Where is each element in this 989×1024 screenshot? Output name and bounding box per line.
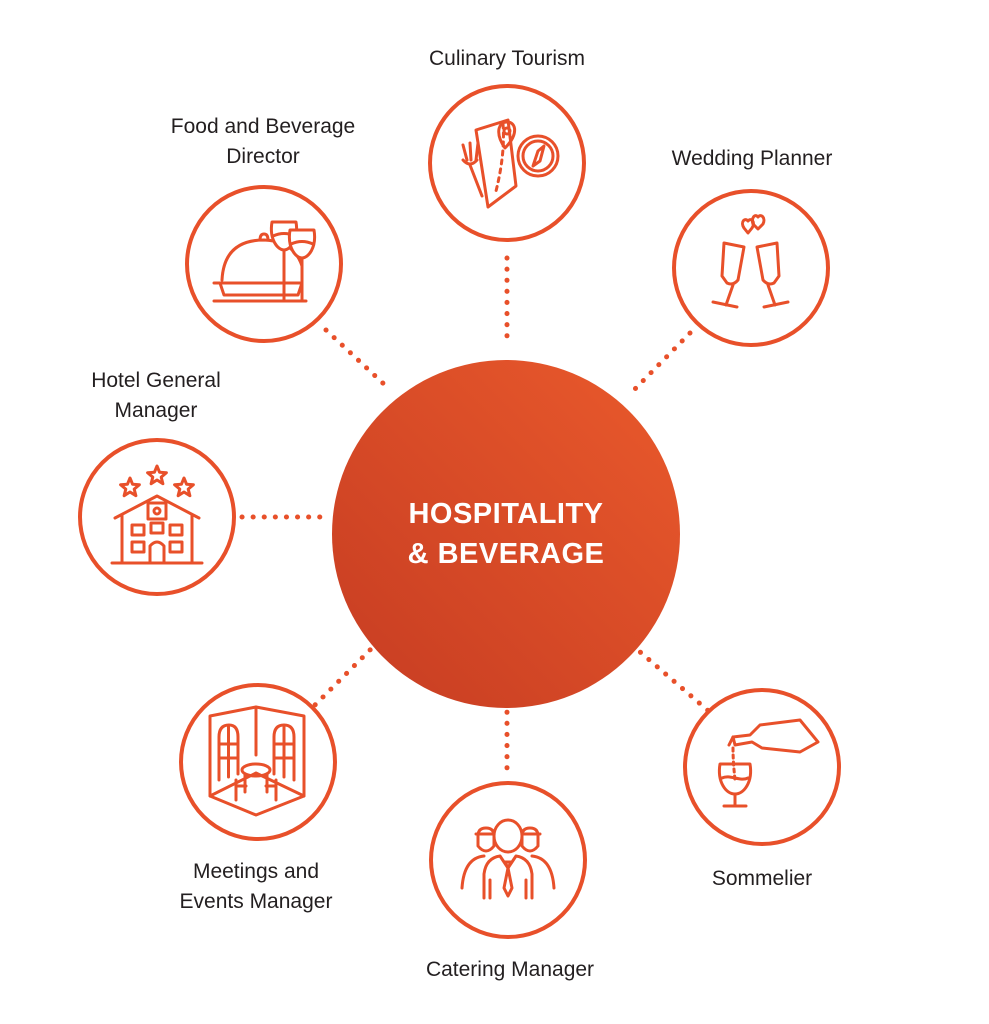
cloche-wine-icon: [212, 220, 317, 303]
label-line: Culinary Tourism: [429, 47, 585, 70]
champagne-toast-icon: [711, 214, 790, 309]
connectors: [239, 255, 715, 777]
label-line: Meetings and: [192, 860, 320, 883]
label-line: Hotel General: [91, 369, 221, 392]
label-line: Events Manager: [179, 890, 333, 913]
event-room-icon: [208, 705, 306, 817]
hotel-stars-icon: [110, 464, 204, 565]
ring-catering-manager: [429, 781, 587, 939]
ring-culinary-tourism: [428, 84, 586, 242]
label-line: Wedding Planner: [671, 147, 833, 170]
ring-wedding-planner: [672, 189, 830, 347]
label-sommelier: Sommelier: [612, 864, 912, 894]
ring-food-beverage: [185, 185, 343, 343]
center-circle: [332, 360, 680, 708]
ring-sommelier: [683, 688, 841, 846]
wine-pour-icon: [717, 718, 820, 808]
label-catering-manager: Catering Manager: [360, 955, 660, 985]
connector-meetings-events: [309, 639, 381, 711]
label-line: Sommelier: [711, 867, 813, 890]
label-line: Manager: [114, 399, 198, 422]
label-wedding-planner: Wedding Planner: [602, 144, 902, 174]
label-food-beverage-director: Food and Beverage Director: [113, 112, 413, 172]
connector-food-beverage: [323, 327, 389, 389]
label-line: Catering Manager: [425, 958, 595, 981]
staff-team-icon: [460, 818, 556, 900]
label-line: Director: [226, 145, 300, 168]
map-fork-compass-icon: [461, 118, 560, 209]
label-hotel-general-manager: Hotel General Manager: [6, 366, 306, 426]
label-culinary-tourism: Culinary Tourism: [357, 44, 657, 74]
connector-wedding-planner: [629, 330, 693, 395]
label-meetings-events-manager: Meetings and Events Manager: [106, 857, 406, 917]
label-line: Food and Beverage: [170, 115, 356, 138]
connector-sommelier: [629, 642, 715, 717]
